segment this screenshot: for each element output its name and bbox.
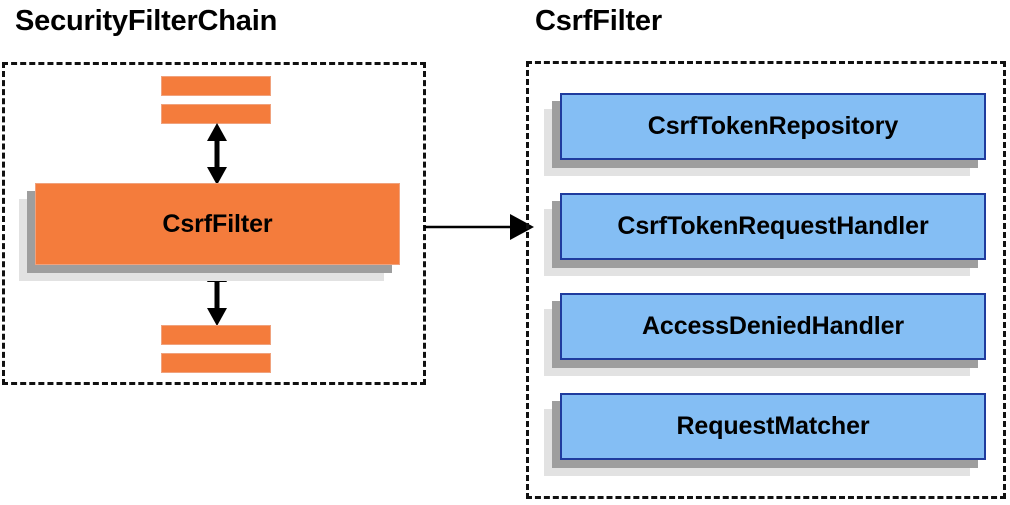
filter-bar-bottom-2 [161,353,271,373]
collaborator-label: CsrfTokenRepository [647,112,899,140]
filter-bar-bottom-1 [161,325,271,345]
collaborator-box-accessdeniedhandler[interactable]: AccessDeniedHandler [544,293,986,376]
collaborator-face: RequestMatcher [560,393,986,460]
connector-up-arrow [207,123,227,185]
csrffilter-box-face: CsrfFilter [35,183,400,265]
collaborator-label: AccessDeniedHandler [641,312,905,340]
collaborator-label: CsrfTokenRequestHandler [617,212,929,240]
page-title-csrffilter: CsrfFilter [535,5,662,37]
collaborator-face: AccessDeniedHandler [560,293,986,360]
panel-securityfilterchain [2,62,426,385]
collaborator-box-requestmatcher[interactable]: RequestMatcher [544,393,986,476]
collaborator-box-csrftokenrepository[interactable]: CsrfTokenRepository [544,93,986,176]
csrffilter-box-label: CsrfFilter [162,209,273,238]
csrffilter-expansion-arrow [424,214,534,240]
filter-bar-top-1 [161,76,271,96]
page-title-securityfilterchain: SecurityFilterChain [15,5,278,37]
collaborator-face: CsrfTokenRequestHandler [560,193,986,260]
collaborator-box-csrftokenrequesthandler[interactable]: CsrfTokenRequestHandler [544,193,986,276]
collaborator-label: RequestMatcher [676,412,870,440]
csrffilter-box[interactable]: CsrfFilter [19,183,400,281]
panel-csrffilter [526,61,1006,499]
filter-bar-top-2 [161,104,271,124]
collaborator-face: CsrfTokenRepository [560,93,986,160]
